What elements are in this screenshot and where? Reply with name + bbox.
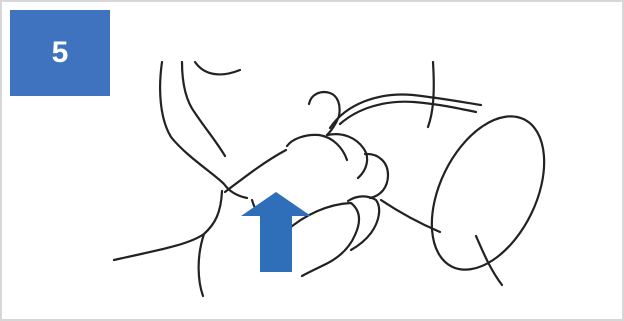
lip-line	[195, 62, 240, 74]
wrist-outline	[225, 150, 286, 192]
shoulder-line	[428, 62, 434, 127]
thumb-outline	[309, 92, 340, 135]
cup-body-bottom	[381, 200, 440, 232]
face-outline	[160, 62, 247, 198]
up-arrow-icon	[241, 192, 311, 272]
chin-line	[182, 62, 225, 156]
step-number: 5	[52, 38, 69, 68]
fingers-outline-3	[365, 154, 388, 198]
hand-lower	[285, 203, 359, 276]
cup-rim-top	[330, 95, 481, 128]
forearm-outline	[199, 234, 204, 296]
hand-side	[348, 196, 379, 250]
cup-body-top	[340, 102, 476, 124]
fingers-outline-1	[287, 135, 347, 160]
step-badge: 5	[10, 10, 110, 96]
hand-wrist-side	[252, 200, 270, 222]
neck-line	[114, 191, 222, 260]
cup-base	[409, 98, 567, 287]
body-line	[476, 236, 502, 285]
fingers-outline-2	[327, 134, 367, 178]
